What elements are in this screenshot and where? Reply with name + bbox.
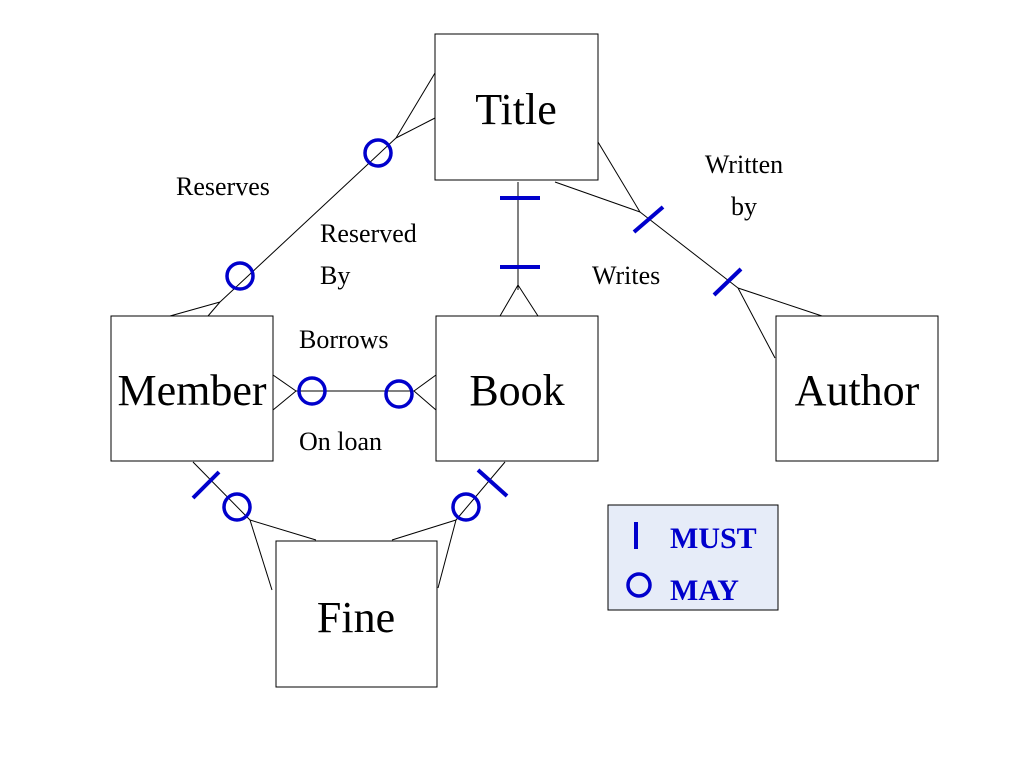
must-mark-author-title [712, 267, 743, 297]
line-title-member [219, 137, 397, 303]
line-book-fine [455, 461, 506, 521]
entity-member-label: Member [117, 366, 266, 415]
line-member-fine [192, 461, 251, 521]
entity-fine-box [275, 540, 438, 688]
label-written-by-line2: by [731, 192, 757, 221]
entity-book-label: Book [469, 366, 564, 415]
crowsfoot-member-right [207, 301, 221, 317]
label-writes: Writes [592, 261, 660, 290]
must-mark-title-author [632, 205, 665, 234]
may-mark-member-reserves [225, 261, 255, 291]
crowsfoot-fine-right-a [437, 519, 457, 589]
line-title-author [639, 211, 739, 289]
entity-author-box [775, 315, 939, 462]
crowsfoot-book-right [517, 284, 539, 317]
may-mark-book-fine [451, 492, 481, 522]
crowsfoot-title-right-a [597, 141, 641, 213]
legend-must-label: MUST [670, 522, 757, 555]
must-mark-book-fine [476, 468, 509, 498]
crowsfoot-title-bottom [395, 117, 436, 139]
crowsfoot-book-left-b [413, 390, 437, 411]
cardinality-marks [191, 138, 743, 522]
entity-fine-label: Fine [317, 593, 395, 642]
label-borrows: Borrows [299, 325, 389, 354]
entity-book: Book [435, 315, 599, 462]
entity-member-box [110, 315, 274, 462]
entity-author-label: Author [795, 366, 920, 415]
label-on-loan: On loan [299, 427, 382, 456]
crowsfoot-fine-right-b [391, 519, 457, 541]
crowsfoot-fine-left-a [249, 519, 273, 591]
crowsfoot-author-b [737, 287, 823, 317]
crowsfoot-fine-left-b [249, 519, 317, 541]
legend: MUST MAY [607, 504, 779, 611]
crowsfoot-title-right-b [554, 181, 641, 213]
label-written-by-line1: Written [705, 150, 783, 179]
crowsfoot-member-right-b [272, 390, 297, 411]
may-mark-book-borrows [384, 379, 414, 409]
label-reserves: Reserves [176, 172, 270, 201]
entity-member: Member [110, 315, 274, 462]
entity-title-box [434, 33, 599, 181]
label-reserved-by-line1: Reserved [320, 219, 417, 248]
crowsfoot-member-right-a [272, 374, 297, 392]
legend-may-icon [626, 572, 652, 598]
entity-book-box [435, 315, 599, 462]
may-mark-member-fine [222, 492, 252, 522]
crowsfoot-book-left [499, 284, 519, 317]
crowsfoot-title-top [395, 72, 436, 139]
crowsfoot-author-a [737, 287, 776, 359]
entity-title-label: Title [475, 85, 557, 134]
label-reserved-by-line2: By [320, 261, 350, 290]
entity-title: Title [434, 33, 599, 181]
relationship-labels: Reserves Reserved By Written by Writes B… [176, 150, 783, 456]
entity-fine: Fine [275, 540, 438, 688]
crowsfoot-member-left [169, 301, 221, 317]
legend-may-label: MAY [670, 574, 739, 607]
must-mark-member-fine [191, 470, 221, 500]
may-mark-member-borrows [297, 376, 327, 406]
crowsfoot-book-left-a [413, 374, 437, 392]
may-mark-title-reserves [363, 138, 393, 168]
entity-author: Author [775, 315, 939, 462]
